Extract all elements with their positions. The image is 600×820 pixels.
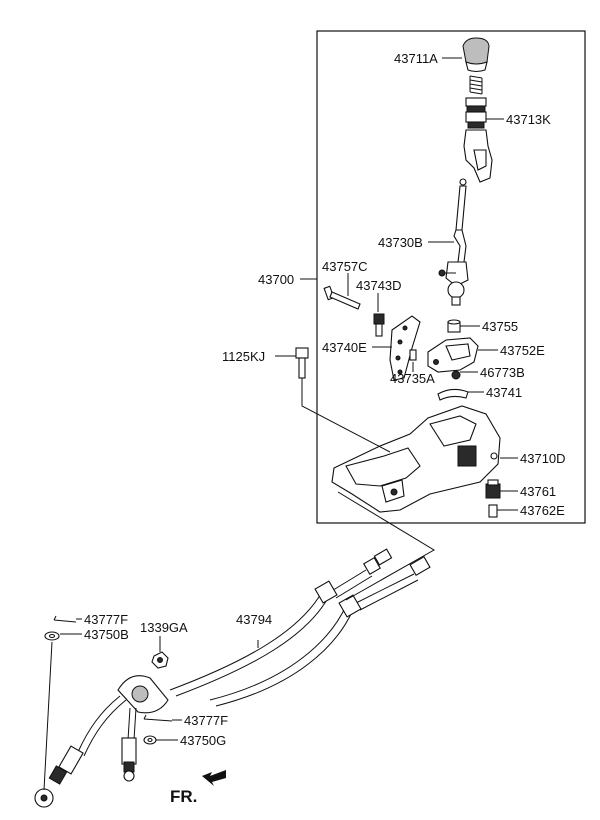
spring — [469, 75, 483, 95]
label-43762e: 43762E — [520, 503, 565, 518]
lever-collar — [463, 97, 493, 183]
label-43711a: 43711A — [394, 51, 438, 66]
label-43777f-bottom: 43777F — [184, 713, 228, 728]
label-1339ga: 1339GA — [140, 620, 188, 635]
cable-end-lower — [409, 556, 431, 576]
label-43750g: 43750G — [180, 733, 226, 748]
shift-lever-rod — [438, 178, 469, 306]
label-43743d: 43743D — [356, 278, 402, 293]
label-43761: 43761 — [520, 484, 556, 499]
label-43710d: 43710D — [520, 451, 566, 466]
gate-plate — [389, 315, 421, 381]
label-46773b: 46773B — [480, 365, 525, 380]
label-43741: 43741 — [486, 385, 522, 400]
label-43735a: 43735A — [390, 371, 435, 386]
shift-cable-assembly — [34, 569, 419, 808]
washer-43750b — [44, 631, 60, 641]
front-label: FR. — [170, 787, 197, 806]
snap-ring-43741 — [437, 388, 469, 401]
bolt-43743d — [373, 313, 385, 337]
label-43794: 43794 — [236, 612, 272, 627]
pin-43762e — [488, 504, 498, 518]
front-arrow-icon — [202, 770, 226, 786]
lever-housing-cap — [427, 337, 479, 373]
shifter-base — [331, 405, 501, 513]
leader-lines — [43, 57, 518, 791]
bushing-43755 — [447, 319, 461, 333]
label-43777f-top: 43777F — [84, 612, 128, 627]
label-43757c: 43757C — [322, 259, 368, 274]
bolt-1125kj — [295, 347, 309, 379]
label-43752e: 43752E — [500, 343, 545, 358]
label-43740e: 43740E — [322, 340, 367, 355]
cable-end-upper — [363, 548, 393, 575]
label-43750b: 43750B — [84, 627, 129, 642]
assembly-frame — [316, 30, 586, 524]
washer-43750g — [143, 735, 157, 745]
pin-43735a — [409, 349, 417, 361]
label-43713k: 43713K — [506, 112, 551, 127]
pin-clip-43777f-top — [53, 615, 77, 623]
label-1125kj: 1125KJ — [222, 349, 265, 364]
shift-knob — [462, 37, 490, 73]
clip-46773b — [451, 370, 461, 380]
label-43700: 43700 — [258, 272, 294, 287]
nut-1339ga — [151, 651, 169, 669]
label-43755: 43755 — [482, 319, 518, 334]
pin-clip-43777f-bottom — [143, 714, 173, 722]
label-43730b: 43730B — [378, 235, 423, 250]
bushing-43761 — [485, 479, 501, 499]
bolt-43757c — [323, 285, 361, 310]
